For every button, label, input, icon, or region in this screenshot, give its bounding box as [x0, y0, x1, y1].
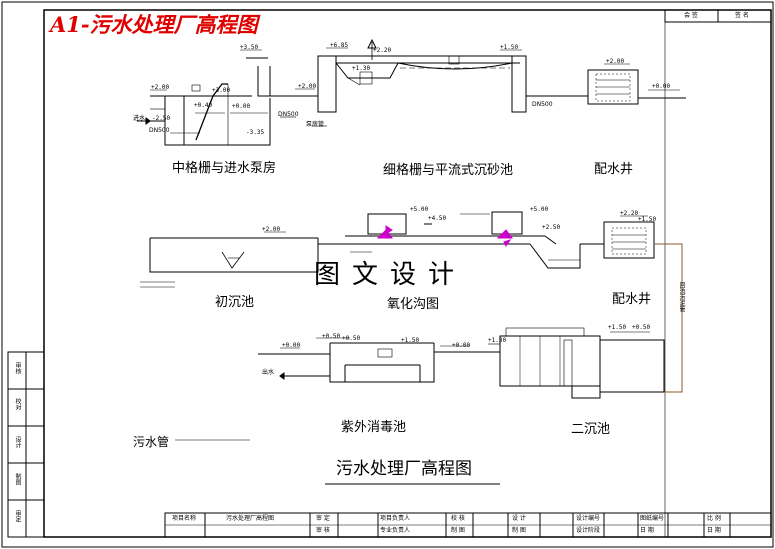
outflow-label: 出水 — [262, 369, 275, 376]
label-fine-grit: 细格栅与平流式沉砂池 — [383, 163, 514, 178]
level-mark: +0.00 — [232, 103, 251, 110]
label-primary-tank: 初沉池 — [215, 295, 255, 310]
side-strip-cell: 审核 — [14, 362, 21, 374]
level-mark: +2.20 — [373, 47, 392, 54]
inflow-label: 进水 — [133, 115, 146, 122]
label-secondary-tank: 二沉池 — [571, 422, 611, 437]
level-mark: -2.50 — [152, 115, 171, 122]
distribution-well-1-drawing — [587, 63, 686, 105]
side-strip-cell: 制图 — [14, 473, 21, 485]
level-mark: -3.35 — [246, 129, 265, 136]
project-value: 污水处理厂高程图 — [226, 515, 275, 522]
top-signoff-table — [664, 9, 772, 537]
level-mark: +1.50 — [608, 324, 627, 331]
level-mark: +2.00 — [151, 84, 170, 91]
level-mark: +6.85 — [330, 42, 349, 49]
level-mark: +0.50 — [632, 324, 651, 331]
side-strip-cell: 校对 — [14, 398, 21, 410]
top-table-cell: 签 名 — [735, 12, 749, 19]
pipe-label-b: DN500 — [278, 111, 299, 118]
level-mark: +5.00 — [410, 206, 429, 213]
label-oxidation-ditch: 氧化沟图 — [387, 297, 440, 312]
uv-disinfection-drawing — [258, 337, 500, 383]
level-mark: +2.00 — [262, 226, 281, 233]
level-mark: +0.40 — [194, 102, 213, 109]
tb-cell: 日 期 — [640, 527, 654, 534]
side-strip-cell: 审定 — [14, 510, 21, 522]
tb-cell: 比 例 — [707, 515, 721, 522]
drawing-title: 污水处理厂高程图 — [336, 459, 472, 479]
level-mark: +0.00 — [652, 83, 671, 90]
secondary-tank-drawing — [488, 327, 665, 399]
title-block — [164, 512, 772, 538]
tb-cell: 制 图 — [451, 527, 465, 534]
side-signature-strip — [7, 351, 45, 538]
distribution-well-2-drawing — [603, 215, 655, 259]
level-mark: +1.30 — [488, 337, 507, 344]
level-mark: +1.30 — [352, 65, 371, 72]
tb-cell: 设 计 — [512, 515, 526, 522]
level-mark: +2.20 — [620, 210, 639, 217]
tb-cell: 审 定 — [316, 515, 330, 522]
tb-cell: 设计编号 — [576, 515, 601, 522]
tb-cell: 审 核 — [316, 527, 330, 534]
level-mark: +1.50 — [638, 216, 657, 223]
level-mark: +0.50 — [322, 333, 341, 340]
level-mark: +3.50 — [240, 44, 259, 51]
label-grit-pumphouse: 中格栅与进水泵房 — [172, 161, 277, 176]
label-uv-disinfection: 紫外消毒池 — [341, 420, 407, 435]
level-mark: +5.00 — [530, 206, 549, 213]
level-mark: +1.50 — [500, 44, 519, 51]
tb-cell: 设计阶段 — [576, 527, 601, 534]
grit-pumphouse-drawing — [137, 49, 318, 146]
legend-label: 污水管 — [133, 435, 170, 449]
top-table-cell: 会 签 — [684, 12, 698, 19]
pipe-label-c: DN500 — [532, 101, 553, 108]
level-mark: +4.50 — [428, 215, 447, 222]
label-dist-well-1: 配水井 — [594, 162, 634, 177]
level-mark: +2.00 — [298, 83, 317, 90]
project-label: 项目名称 — [172, 515, 197, 522]
level-mark: +0.00 — [452, 342, 471, 349]
level-mark: +0.50 — [342, 335, 361, 342]
level-mark: +2.00 — [606, 58, 625, 65]
tb-cell: 校 核 — [451, 515, 465, 522]
aerator-marks — [376, 225, 513, 247]
tb-cell: 图纸编号 — [640, 515, 665, 522]
tb-cell: 项目负责人 — [380, 515, 411, 522]
side-pipe-label: 回流污泥管 — [678, 282, 685, 312]
pipe-label-a: DN500 — [149, 127, 170, 134]
oxidation-ditch-drawing — [345, 211, 604, 269]
level-mark: +3.00 — [212, 87, 231, 94]
sludge-pipe-label: 泵房管 — [306, 121, 325, 128]
label-dist-well-2: 配水井 — [612, 292, 652, 307]
level-mark: +0.00 — [282, 342, 301, 349]
fine-grit-drawing — [312, 38, 588, 127]
header-title: A1-污水处理厂高程图 — [50, 12, 258, 37]
tb-cell: 日 期 — [707, 527, 721, 534]
level-mark: +1.50 — [401, 337, 420, 344]
tb-cell: 制 图 — [512, 527, 526, 534]
level-mark: +2.50 — [542, 224, 561, 231]
side-strip-cell: 设计 — [14, 436, 21, 448]
watermark: 图文设计 — [314, 260, 467, 290]
primary-tank-drawing — [140, 231, 345, 288]
tb-cell: 专业负责人 — [380, 527, 411, 534]
return-pipe — [600, 243, 683, 393]
